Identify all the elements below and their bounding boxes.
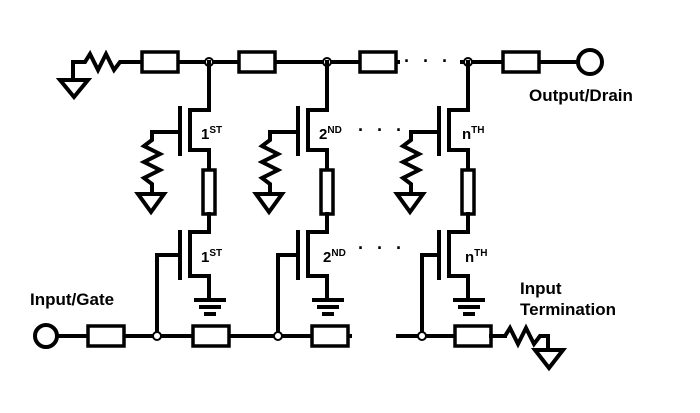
stage-labels: 1ST 1ST 2ND 2ND nTH nTH: [201, 125, 488, 266]
gate-termination-ground-icon: [530, 348, 568, 372]
lower-ellipsis: · · ·: [358, 238, 406, 258]
input-terminal-icon: [33, 323, 59, 349]
stage-n-upper-label: nTH: [462, 125, 485, 143]
gate-line: [33, 323, 568, 372]
gate-inductor-2: [191, 324, 231, 348]
stage-2: [252, 60, 344, 338]
drain-line: · · ·: [55, 48, 604, 101]
drain-inductor-3: [358, 50, 398, 74]
gate-inductor-3: [310, 324, 350, 348]
termination-label-line2: Termination: [520, 300, 616, 319]
gate-inductor-4: [453, 324, 493, 348]
drain-termination-resistor: [71, 49, 144, 75]
drain-inductor-4: [501, 50, 541, 74]
upper-ellipsis: · · ·: [358, 120, 406, 140]
stage-2-upper-label: 2ND: [319, 125, 342, 143]
drain-termination-ground-icon: [55, 78, 93, 101]
termination-label-line1: Input: [520, 279, 562, 298]
stage-n: [393, 60, 485, 338]
stage-1-upper-label: 1ST: [201, 125, 222, 143]
output-label: Output/Drain: [529, 86, 633, 105]
stage-2-lower-label: 2ND: [323, 248, 346, 266]
drain-ellipsis: · · ·: [404, 51, 452, 71]
gate-inductor-1: [86, 324, 126, 348]
stage-1: [134, 60, 226, 338]
stage-n-lower-label: nTH: [465, 248, 488, 266]
drain-inductor-1: [140, 50, 180, 74]
input-label: Input/Gate: [30, 290, 114, 309]
stage-1-lower-label: 1ST: [201, 248, 222, 266]
gate-termination-resistor: [489, 323, 550, 352]
output-terminal-icon: [576, 48, 604, 76]
drain-inductor-2: [237, 50, 277, 74]
